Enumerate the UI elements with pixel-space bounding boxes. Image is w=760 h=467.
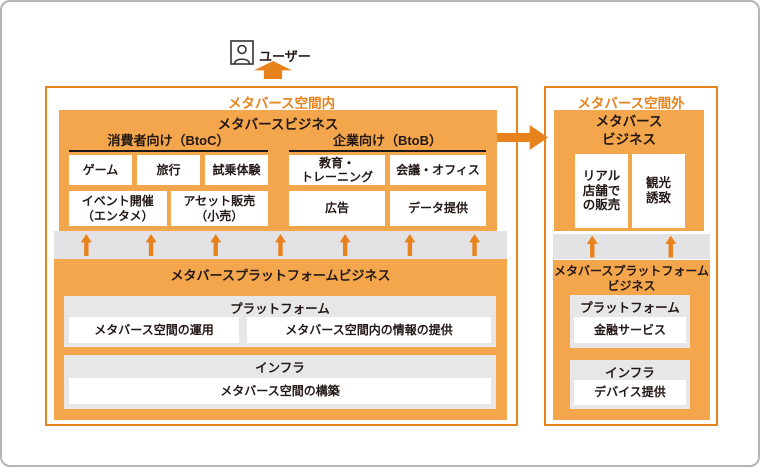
btoc-cell-asset-sales: アセット販売 （小売） (170, 191, 268, 226)
inside-platform-box: メタバースプラットフォームビジネス プラットフォーム メタバース空間の運用 メタ… (54, 259, 507, 420)
outside-platform-title: メタバースプラットフォーム ビジネス (553, 264, 710, 293)
inside-zone-title: メタバース空間内 (227, 96, 336, 111)
btoc-cell-game: ゲーム (69, 155, 132, 185)
inside-platform-layer-panel: プラットフォーム メタバース空間の運用 メタバース空間内の情報の提供 (64, 296, 496, 347)
inside-flow-band (54, 231, 507, 259)
btob-cell-meeting-office: 会議・オフィス (390, 155, 486, 185)
inside-business-title: メタバースビジネス (217, 117, 339, 132)
btob-group: 企業向け（BtoB） 教育・ トレーニング 会議・オフィス 広告 データ提供 (289, 130, 486, 226)
btob-cell-education: 教育・ トレーニング (289, 155, 385, 185)
up-arrow-icon (339, 234, 351, 256)
inside-platform-title: メタバースプラットフォームビジネス (170, 268, 391, 283)
outside-business-box: メタバース ビジネス リアル 店舗で の販売 観光 誘致 (554, 110, 704, 231)
outside-flow-band (553, 234, 710, 259)
user-icon (230, 40, 254, 65)
up-arrow-icon (210, 234, 222, 256)
cell-info-provision: メタバース空間内の情報の提供 (247, 317, 491, 343)
outside-infra-layer-panel: インフラ デバイス提供 (570, 360, 690, 409)
inside-infra-layer-title: インフラ (255, 361, 305, 375)
up-arrow-icon (274, 234, 286, 256)
outside-business-title: メタバース ビジネス (595, 114, 663, 147)
outside-infra-layer-title: インフラ (605, 366, 655, 380)
inside-platform-layer-title: プラットフォーム (230, 302, 330, 316)
outside-platform-layer-panel: プラットフォーム 金融サービス (570, 295, 690, 348)
btoc-group: 消費者向け（BtoC） ゲーム 旅行 試乗体験 イベント開催 （エンタメ） アセ… (69, 130, 268, 226)
up-arrow-icon (404, 234, 416, 256)
btoc-cell-travel: 旅行 (137, 155, 200, 185)
user-label: ユーザー (259, 49, 311, 64)
cell-real-store-sales: リアル 店舗で の販売 (575, 154, 628, 228)
btob-cell-advertising: 広告 (289, 191, 385, 226)
outside-platform-layer-title: プラットフォーム (580, 301, 680, 315)
outside-zone-title: メタバース空間外 (577, 96, 685, 111)
inside-zone-box: メタバース空間内 メタバースビジネス 消費者向け（BtoC） ゲーム 旅行 試乗… (45, 86, 518, 426)
up-arrow-icon (665, 235, 677, 258)
inside-infra-layer-panel: インフラ メタバース空間の構築 (64, 355, 496, 409)
up-arrow-icon (80, 234, 92, 256)
outside-platform-box: メタバースプラットフォーム ビジネス プラットフォーム 金融サービス インフラ … (553, 260, 710, 420)
up-arrow-icon (586, 235, 598, 258)
cell-financial-services: 金融サービス (574, 317, 686, 343)
btob-underline (289, 150, 486, 152)
btoc-cell-testride: 試乗体験 (205, 155, 268, 185)
cell-space-construction: メタバース空間の構築 (69, 378, 491, 404)
btob-label: 企業向け（BtoB） (332, 133, 443, 148)
btoc-label: 消費者向け（BtoC） (107, 133, 230, 148)
btob-cell-data-provision: データ提供 (390, 191, 486, 226)
up-arrow-icon (145, 234, 157, 256)
up-arrow-icon (469, 234, 481, 256)
cell-device-provision: デバイス提供 (574, 380, 686, 405)
cell-tourism: 観光 誘致 (632, 154, 685, 228)
inside-business-box: メタバースビジネス 消費者向け（BtoC） ゲーム 旅行 試乗体験 イベント開催… (59, 110, 497, 231)
outside-zone-box: メタバース空間外 メタバース ビジネス リアル 店舗で の販売 観光 誘致 メタ… (544, 86, 718, 426)
cell-space-operation: メタバース空間の運用 (69, 317, 239, 343)
btoc-underline (69, 150, 268, 152)
btoc-cell-event: イベント開催 （エンタメ） (69, 191, 167, 226)
